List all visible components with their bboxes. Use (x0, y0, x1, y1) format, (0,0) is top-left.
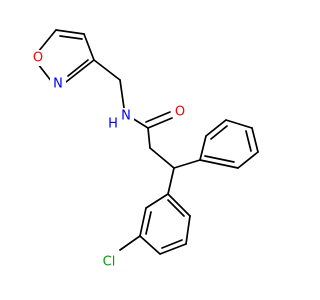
carbonyl-oxygen-label: O (175, 105, 185, 120)
bond-N-Ccarbonyl (131, 117, 149, 129)
bond-cp2-cp3 (139, 207, 147, 237)
bond-Ccarbonyl-O-double (145, 111, 171, 123)
bond-Ccarbonyl-O (147, 117, 173, 129)
label-bg-carbonyl-O (174, 104, 190, 120)
label-bg-Cl (98, 254, 120, 270)
bond-C5-C4-inner (59, 35, 83, 40)
bond-ph2-ph3-inner (210, 125, 228, 140)
bond-cp6-cp1 (167, 193, 191, 217)
chlorine-label: Cl (103, 255, 116, 270)
bond-C3-N-inner (67, 59, 89, 77)
bond-C3-N (65, 59, 95, 83)
bond-CH2-N (119, 79, 125, 109)
bond-cp2-cp3-inner (145, 211, 152, 235)
bond-ph5-ph6 (237, 151, 259, 169)
bond-cp4-cp5-inner (161, 239, 183, 249)
bond-O-C5 (37, 29, 57, 53)
bond-C3-CH2 (93, 59, 121, 81)
bond-ph4-ph5-inner (245, 130, 252, 152)
bond-C4-C3 (83, 33, 95, 61)
bond-cp3-Cl (119, 235, 141, 251)
bond-Ccarbonyl-CH2 (147, 127, 151, 149)
bond-cp4-cp5 (159, 243, 187, 255)
amide-nitrogen-label: N (121, 109, 131, 124)
isoxazole-nitrogen-label: N (53, 77, 63, 92)
bond-ph1-ph2 (199, 135, 207, 161)
bond-cp3-cp4 (139, 235, 161, 255)
isoxazole-oxygen-label: O (33, 51, 43, 66)
molecule-structure-diagram: O N N H O Cl (30, 29, 259, 270)
chlorophenyl-ring (119, 167, 191, 255)
amide-chain (93, 59, 175, 169)
bond-C5-C4 (55, 29, 85, 35)
label-bg-ox-N (50, 76, 66, 92)
bond-CH-ph1 (173, 159, 201, 169)
phenyl-ring (173, 119, 259, 169)
bond-ph2-ph3 (205, 119, 227, 137)
bond-cp5-cp6 (185, 215, 191, 245)
bond-ph6-ph1 (199, 159, 239, 169)
bond-ph4-ph5 (251, 127, 259, 153)
label-bg-ox-O (30, 50, 46, 66)
bond-ph3-ph4 (225, 119, 253, 129)
bond-ph6-ph1-inner (204, 155, 235, 163)
isoxazole-ring (37, 29, 95, 83)
bond-cp1-cp2 (145, 193, 169, 209)
label-bg-amide-N (118, 108, 134, 124)
bond-CH-cp1 (167, 167, 175, 195)
bond-CH2-CH (149, 147, 175, 169)
atom-labels: O N N H O Cl (30, 50, 190, 270)
bond-N-O (37, 63, 53, 83)
bond-cp6-cp1-inner (167, 199, 185, 217)
amide-hydrogen-label: H (108, 117, 118, 132)
